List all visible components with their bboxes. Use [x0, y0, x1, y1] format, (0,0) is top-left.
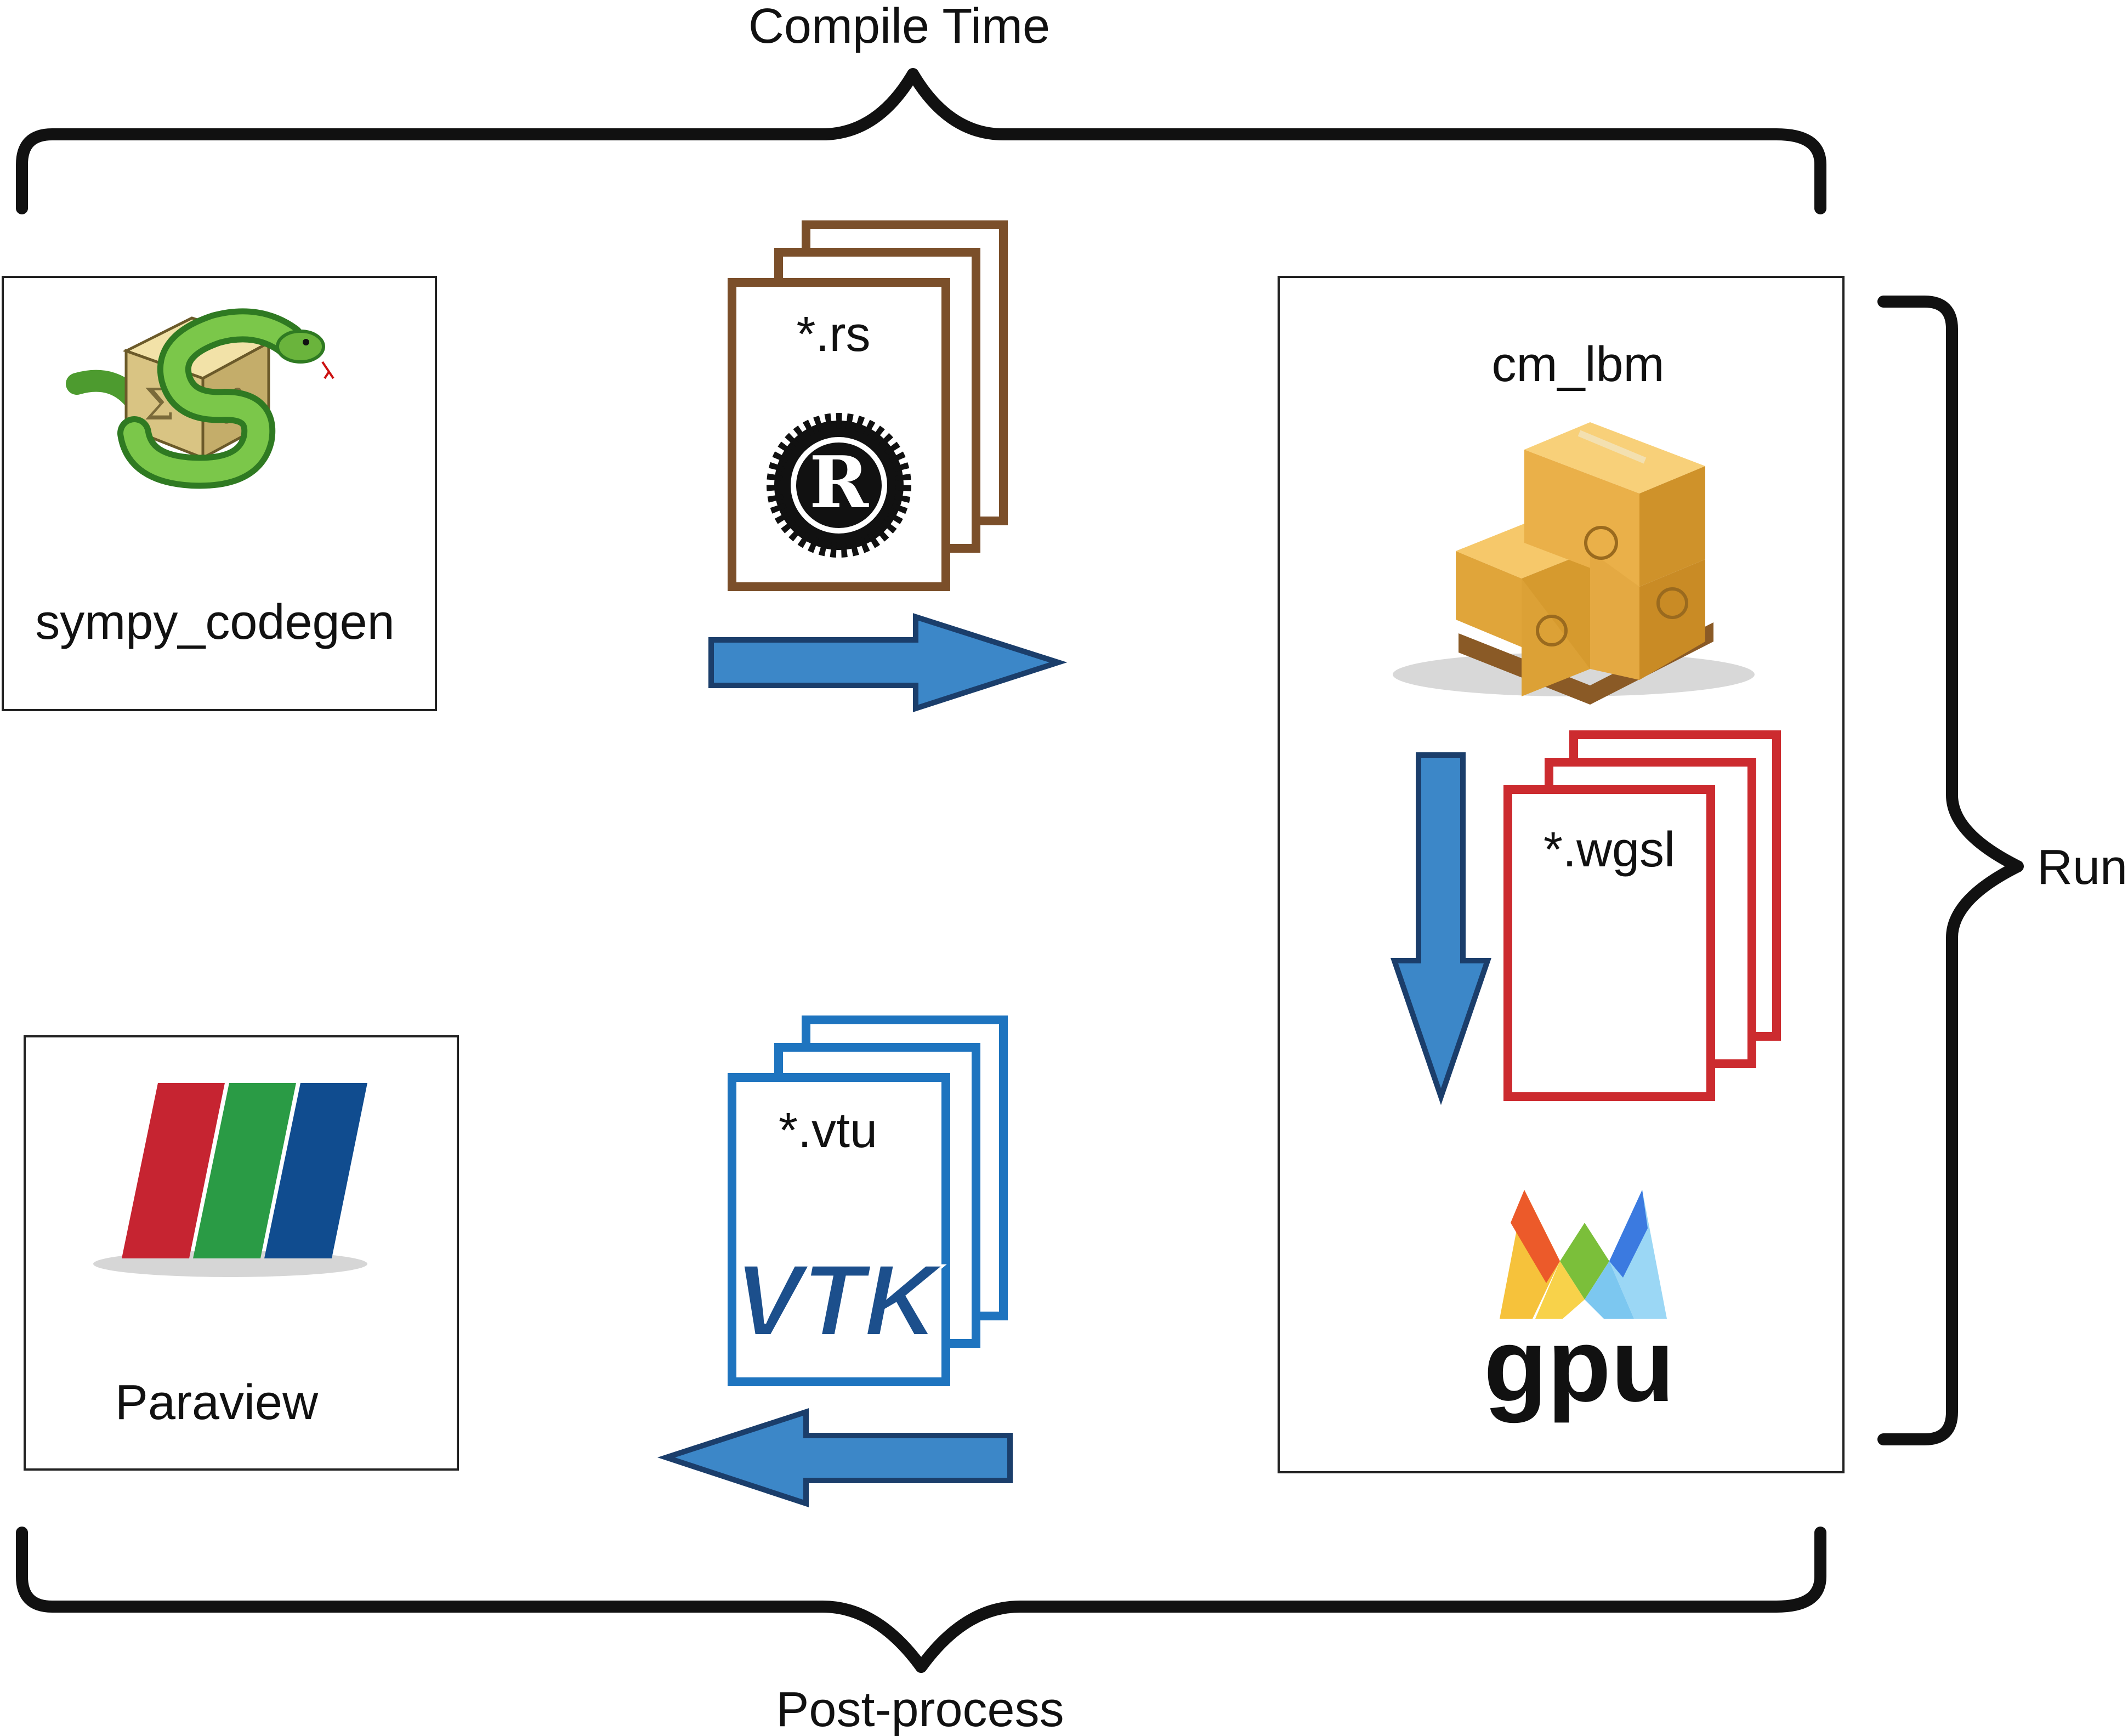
cm-lbm-label: cm_lbm: [1491, 337, 1664, 392]
wgpu-logo-icon: [1500, 1190, 1667, 1319]
sympy-box: Σ ∫ sympy_codegen: [2, 276, 437, 711]
vtu-file-stack: *.vtu VTK: [728, 1015, 1008, 1386]
paraview-label: Paraview: [115, 1375, 319, 1430]
rs-file-stack: *.rs R: [728, 220, 1008, 591]
compile-time-brace: [16, 68, 1826, 214]
sympy-snake-cube-icon: Σ ∫: [66, 308, 334, 489]
gpu-text: gpu: [1484, 1307, 1675, 1423]
rs-file-label: *.rs: [797, 307, 871, 362]
wgsl-file-label: *.wgsl: [1543, 822, 1675, 877]
shader-down-arrow: [1391, 752, 1491, 1105]
svg-text:R: R: [809, 440, 869, 524]
postprocess-arrow: [657, 1408, 1013, 1507]
vtk-logo-text: VTK: [735, 1244, 944, 1357]
crate-boxes-icon: [1393, 422, 1755, 705]
post-process-brace: [16, 1527, 1826, 1673]
wgsl-file-stack: *.wgsl: [1503, 730, 1781, 1101]
codegen-arrow: [708, 613, 1068, 712]
compile-time-label: Compile Time: [748, 0, 1050, 54]
vtu-file-label: *.vtu: [779, 1103, 877, 1158]
run-label: Run: [2037, 840, 2127, 895]
post-process-label: Post-process: [776, 1682, 1064, 1736]
cm-lbm-box: cm_lbm: [1278, 276, 1845, 1473]
paraview-logo-icon: [93, 1083, 367, 1277]
sympy-codegen-label: sympy_codegen: [35, 595, 394, 650]
paraview-box: Paraview: [24, 1035, 459, 1471]
run-brace: [1877, 296, 2024, 1445]
rust-logo-icon: R: [767, 413, 911, 558]
vtk-logo-icon: VTK: [734, 1243, 945, 1358]
